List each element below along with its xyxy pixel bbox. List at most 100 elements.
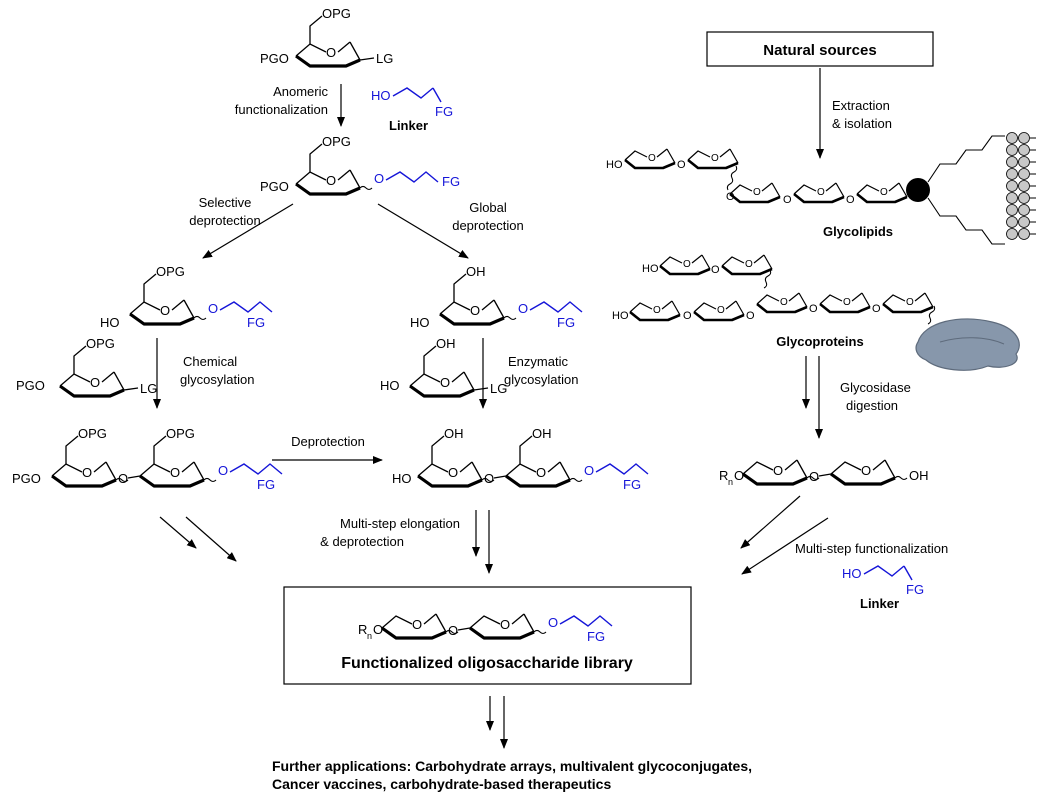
- o-label: O: [218, 463, 228, 478]
- opg-label: OPG: [86, 336, 115, 351]
- ho-label: HO: [371, 88, 391, 103]
- lg-label: LG: [376, 51, 393, 66]
- oh-label: OH: [444, 426, 464, 441]
- extraction-label-1: Extraction: [832, 98, 890, 113]
- glycoprotein-glycan: HO O HO O O O O: [612, 253, 936, 325]
- pgo-label: PGO: [260, 51, 289, 66]
- oh-label: OH: [466, 264, 486, 279]
- n-subscript: n: [367, 631, 372, 641]
- o-label: O: [448, 623, 458, 638]
- o-label: O: [518, 301, 528, 316]
- linker-reagent-right: HO FG Linker: [842, 565, 924, 611]
- library-structure: R n O O O FG: [358, 612, 613, 644]
- acceptor-selective: OPG HO O FG: [100, 264, 273, 330]
- r-label: R: [719, 468, 728, 483]
- global-label-2: deprotection: [452, 218, 524, 233]
- deprotection-label: Deprotection: [291, 434, 365, 449]
- o-label: O: [683, 310, 692, 322]
- pgo-label: PGO: [16, 378, 45, 393]
- arrow-selective: [202, 203, 294, 259]
- lipid-bilayer: [1006, 132, 1036, 240]
- fg-label: FG: [247, 315, 265, 330]
- ho-label: HO: [392, 471, 412, 486]
- pgo-label: PGO: [260, 179, 289, 194]
- arrow-right-b: [741, 517, 829, 575]
- arrow-global: [377, 203, 469, 259]
- ho-label: HO: [842, 566, 862, 581]
- linker-reagent-top: HO FG Linker: [371, 87, 453, 133]
- opg-label: OPG: [166, 426, 195, 441]
- ho-label: HO: [612, 310, 629, 322]
- natural-sources-box: [706, 31, 934, 67]
- o-label: O: [584, 463, 594, 478]
- glycolipids-label: Glycolipids: [823, 224, 893, 239]
- applications-line-2: Cancer vaccines, carbohydrate-based ther…: [272, 776, 611, 792]
- fg-label: FG: [442, 174, 460, 189]
- ho-label: HO: [410, 315, 430, 330]
- functionalized-monosaccharide: OPG PGO O FG: [260, 134, 460, 196]
- fg-label: FG: [587, 629, 605, 644]
- o-label: O: [809, 469, 819, 484]
- linker-title: Linker: [389, 118, 428, 133]
- enzymatic-label-1: Enzymatic: [508, 354, 568, 369]
- arrow-left-a: [159, 516, 197, 549]
- applications-line-1: Further applications: Carbohydrate array…: [272, 758, 752, 774]
- anomeric-label-2: functionalization: [235, 102, 328, 117]
- selective-label-2: deprotection: [189, 213, 261, 228]
- ho-label: HO: [642, 263, 659, 275]
- enzymatic-label-2: glycosylation: [504, 372, 578, 387]
- o-label: O: [374, 171, 384, 186]
- o-label: O: [783, 194, 792, 206]
- multistep-label-1: Multi-step elongation: [340, 516, 460, 531]
- o-label: O: [118, 471, 128, 486]
- o-label: O: [677, 159, 686, 171]
- o-label: O: [746, 310, 755, 322]
- o-label: O: [846, 194, 855, 206]
- glycoproteins-label: Glycoproteins: [776, 334, 863, 349]
- chemical-label-1: Chemical: [183, 354, 237, 369]
- natural-disaccharide: R n O O OH: [719, 458, 929, 487]
- extraction-label-2: & isolation: [832, 116, 892, 131]
- fg-label: FG: [257, 477, 275, 492]
- fg-label: FG: [623, 477, 641, 492]
- o-label: O: [548, 615, 558, 630]
- donor-ho: OH HO LG: [380, 336, 507, 398]
- o-label: O: [872, 303, 881, 315]
- opg-label: OPG: [322, 134, 351, 149]
- multistep-label-2: & deprotection: [320, 534, 404, 549]
- linker-title: Linker: [860, 596, 899, 611]
- lg-label: LG: [140, 381, 157, 396]
- arrow-left-b: [185, 516, 237, 562]
- fg-label: FG: [435, 104, 453, 119]
- oh-label: OH: [436, 336, 456, 351]
- o-label: O: [208, 301, 218, 316]
- library-title: Functionalized oligosaccharide library: [341, 655, 633, 672]
- glycolipid-glycan: HO O O O O: [606, 135, 1005, 245]
- o-label: O: [809, 303, 818, 315]
- o-label: O: [711, 264, 720, 276]
- opg-label: OPG: [322, 6, 351, 21]
- o-label: O: [373, 622, 383, 637]
- anomeric-label-1: Anomeric: [273, 84, 328, 99]
- library-box: [283, 586, 692, 685]
- functionalization-label: Multi-step functionalization: [795, 541, 948, 556]
- acceptor-global: OH HO O FG: [410, 264, 583, 330]
- glycosidase-label-2: digestion: [846, 398, 898, 413]
- disaccharide-protected: OPG PGO O OPG O FG: [12, 426, 283, 492]
- ceramide-junction: [906, 178, 930, 202]
- fg-label: FG: [906, 582, 924, 597]
- ho-label: HO: [606, 159, 623, 171]
- protein-shape: [915, 318, 1020, 371]
- r-label: R: [358, 622, 367, 637]
- n-subscript: n: [728, 477, 733, 487]
- opg-label: OPG: [156, 264, 185, 279]
- o-label: O: [726, 191, 735, 203]
- selective-label-1: Selective: [199, 195, 252, 210]
- opg-label: OPG: [78, 426, 107, 441]
- global-label-1: Global: [469, 200, 507, 215]
- glycosidase-label-1: Glycosidase: [840, 380, 911, 395]
- ho-label: HO: [380, 378, 400, 393]
- chemical-label-2: glycosylation: [180, 372, 254, 387]
- donor-pgo: OPG PGO LG: [16, 336, 157, 398]
